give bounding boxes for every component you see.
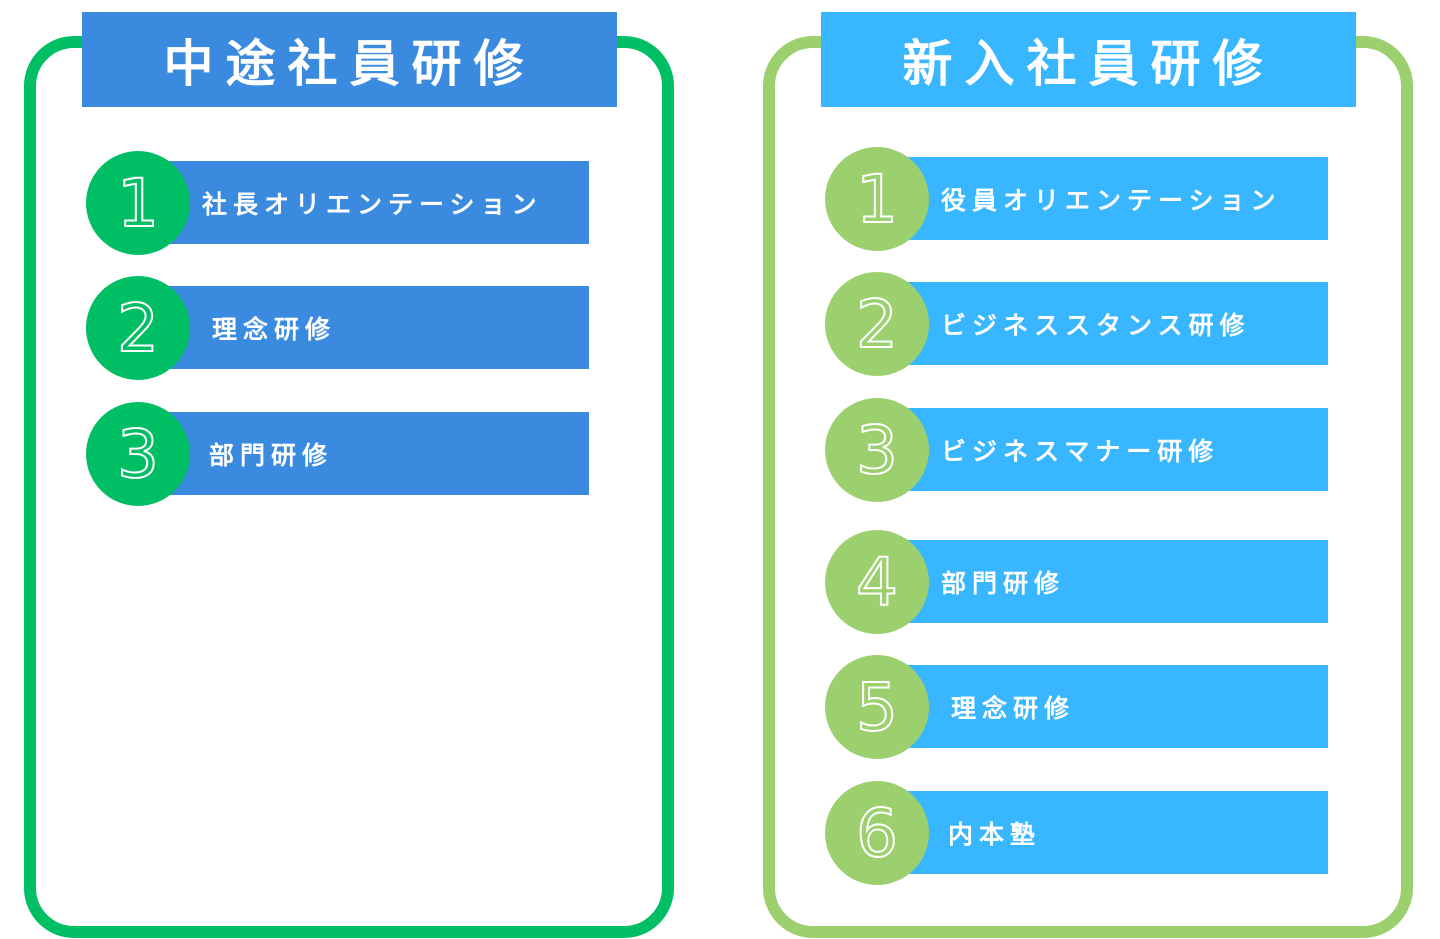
item-label: 理念研修 — [903, 665, 1328, 748]
item-label: 部門研修 — [903, 540, 1328, 623]
item-label: 役員オリエンテーション — [903, 157, 1328, 240]
step-number: 2 — [825, 272, 929, 376]
mid-career-title: 中途社員研修 — [82, 12, 617, 107]
item-label: ビジネススタンス研修 — [903, 282, 1328, 365]
step-number: 6 — [825, 781, 929, 885]
item-label: 部門研修 — [164, 412, 589, 495]
step-number: 1 — [86, 151, 190, 255]
item-label: 社長オリエンテーション — [164, 161, 589, 244]
step-number: 2 — [86, 276, 190, 380]
new-grad-title: 新入社員研修 — [821, 12, 1356, 107]
step-number: 1 — [825, 147, 929, 251]
item-label: 内本塾 — [903, 791, 1328, 874]
item-label: 理念研修 — [164, 286, 589, 369]
step-number: 3 — [86, 402, 190, 506]
new-grad-panel — [763, 36, 1413, 938]
step-number: 3 — [825, 398, 929, 502]
step-number: 5 — [825, 655, 929, 759]
item-label: ビジネスマナー研修 — [903, 408, 1328, 491]
step-number: 4 — [825, 530, 929, 634]
